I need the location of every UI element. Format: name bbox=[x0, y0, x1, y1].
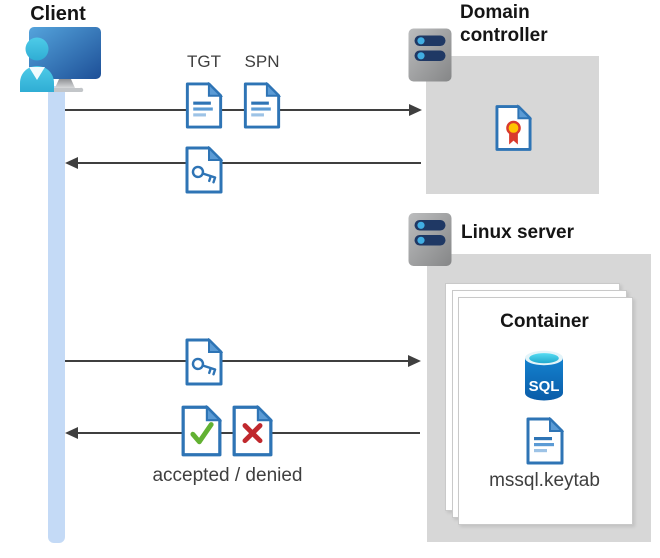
linux-server-label: Linux server bbox=[461, 222, 574, 243]
cross-icon bbox=[242, 423, 263, 444]
monitor-stand bbox=[55, 79, 75, 88]
check-icon bbox=[190, 422, 214, 445]
spn-ticket-icon bbox=[243, 82, 281, 129]
linux-server-icon bbox=[408, 213, 452, 266]
server-led-icon bbox=[417, 37, 425, 45]
client-workstation-icon bbox=[20, 27, 101, 92]
domain-controller-server-icon bbox=[408, 28, 452, 82]
person-collar bbox=[29, 67, 45, 80]
sql-badge-text: SQL bbox=[529, 378, 560, 395]
client-label: Client bbox=[30, 3, 86, 25]
arrow-ticket-response bbox=[65, 157, 421, 169]
domain-controller-label: Domain controller bbox=[460, 2, 548, 47]
monitor-screen bbox=[29, 27, 101, 79]
server-led-icon bbox=[417, 236, 425, 244]
spn-label: SPN bbox=[244, 52, 280, 71]
tgt-label: TGT bbox=[187, 52, 221, 71]
keytab-label: mssql.keytab bbox=[489, 470, 600, 491]
cross-ticket-icon bbox=[232, 405, 273, 457]
person-head bbox=[25, 37, 49, 61]
container-label: Container bbox=[500, 311, 589, 332]
certificate-ticket-icon bbox=[495, 104, 532, 151]
keytab-file-icon bbox=[526, 417, 564, 465]
tgt-ticket-icon bbox=[185, 82, 223, 129]
server-led-icon bbox=[417, 52, 425, 60]
server-led-icon bbox=[417, 221, 425, 229]
key-ticket-icon bbox=[185, 338, 223, 386]
client-lifeline bbox=[48, 86, 65, 543]
arrow-tgt-spn-request bbox=[65, 104, 422, 116]
monitor-base bbox=[46, 87, 84, 92]
check-ticket-icon bbox=[181, 405, 222, 457]
sql-database-icon: SQL bbox=[525, 350, 563, 401]
result-label: accepted / denied bbox=[152, 465, 303, 486]
arrow-service-ticket-request bbox=[65, 355, 421, 367]
key-ticket-icon bbox=[185, 146, 223, 194]
container-card-front bbox=[458, 297, 633, 525]
